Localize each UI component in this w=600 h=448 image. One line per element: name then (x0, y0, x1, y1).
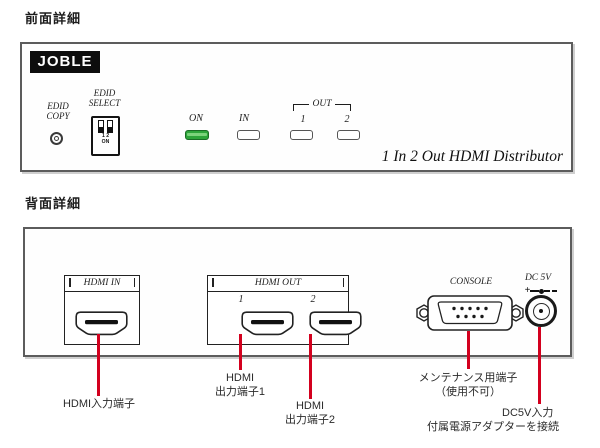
annotation-dc-line1: DC5V入力 (502, 407, 554, 419)
dc-polarity-icon: + (519, 286, 563, 296)
dip-switch-2 (107, 120, 113, 133)
hdmi-out1-number: 1 (238, 294, 244, 305)
out-group-bracket: OUT (292, 99, 352, 111)
edid-select-dip-switch: 1 2 ON (91, 116, 120, 156)
rear-section-title: 背面詳細 (25, 196, 82, 211)
db9-pins (452, 306, 488, 319)
edid-copy-button-icon (50, 132, 63, 145)
out1-led (290, 130, 313, 140)
console-label: CONSOLE (449, 277, 493, 287)
leader-line-hdmi-out2 (309, 334, 312, 399)
dc5v-label: DC 5V (524, 273, 552, 283)
leader-line-hdmi-in (97, 334, 100, 396)
brand-logo: JOBLE (30, 51, 100, 73)
power-led-green (185, 130, 209, 140)
hdmi-in-connector-icon (75, 311, 128, 336)
out-group-label: OUT (312, 99, 332, 109)
dip-on-label: ON (101, 139, 110, 145)
hdmi-out2-connector-icon (309, 311, 362, 336)
hdmi-out1-connector-icon (241, 311, 294, 336)
dc-jack-icon (525, 295, 557, 327)
annotation-hdmi-in: HDMI入力端子 (62, 398, 136, 410)
annotation-hdmi-out1: HDMI 出力端子1 (214, 372, 266, 398)
bracket-right (334, 104, 351, 111)
leader-line-hdmi-out1 (239, 334, 242, 370)
hdmi-out-port-box: HDMI OUT 1 2 (207, 275, 362, 345)
front-section-title: 前面詳細 (25, 11, 82, 26)
rear-panel-diagram: HDMI IN HDMI OUT 1 2 CONSOLE (23, 227, 572, 357)
edid-select-label: EDID SELECT (88, 88, 121, 108)
out2-led-label: 2 (344, 114, 350, 125)
out2-led (337, 130, 360, 140)
dip-switch-slots (93, 120, 118, 133)
dip-numbers: 1 2 (101, 133, 110, 139)
edid-copy-label: EDID COPY (46, 101, 70, 121)
annotation-hdmi-out2: HDMI 出力端子2 (284, 400, 336, 426)
leader-line-dc (538, 327, 541, 404)
hdmi-out2-number: 2 (310, 294, 316, 305)
input-led-label: IN (239, 113, 249, 124)
out1-led-label: 1 (300, 114, 306, 125)
annotation-console: メンテナンス用端子 （使用不可） (418, 372, 518, 398)
product-name: 1 In 2 Out HDMI Distributor (381, 148, 563, 165)
dip-switch-1 (98, 120, 104, 133)
hdmi-in-label: HDMI IN (65, 276, 139, 292)
input-led (237, 130, 260, 140)
hdmi-in-port-box: HDMI IN (64, 275, 140, 345)
leader-line-console (467, 331, 470, 369)
annotation-dc-line2: 付属電源アダプターを接続 (427, 421, 559, 433)
front-panel-diagram: JOBLE EDID SELECT EDID COPY 1 2 ON ON IN… (20, 42, 573, 172)
power-led-label: ON (189, 113, 203, 124)
bracket-left (293, 104, 310, 111)
hdmi-out-label: HDMI OUT (208, 276, 348, 292)
console-db9-connector-icon (416, 295, 524, 331)
